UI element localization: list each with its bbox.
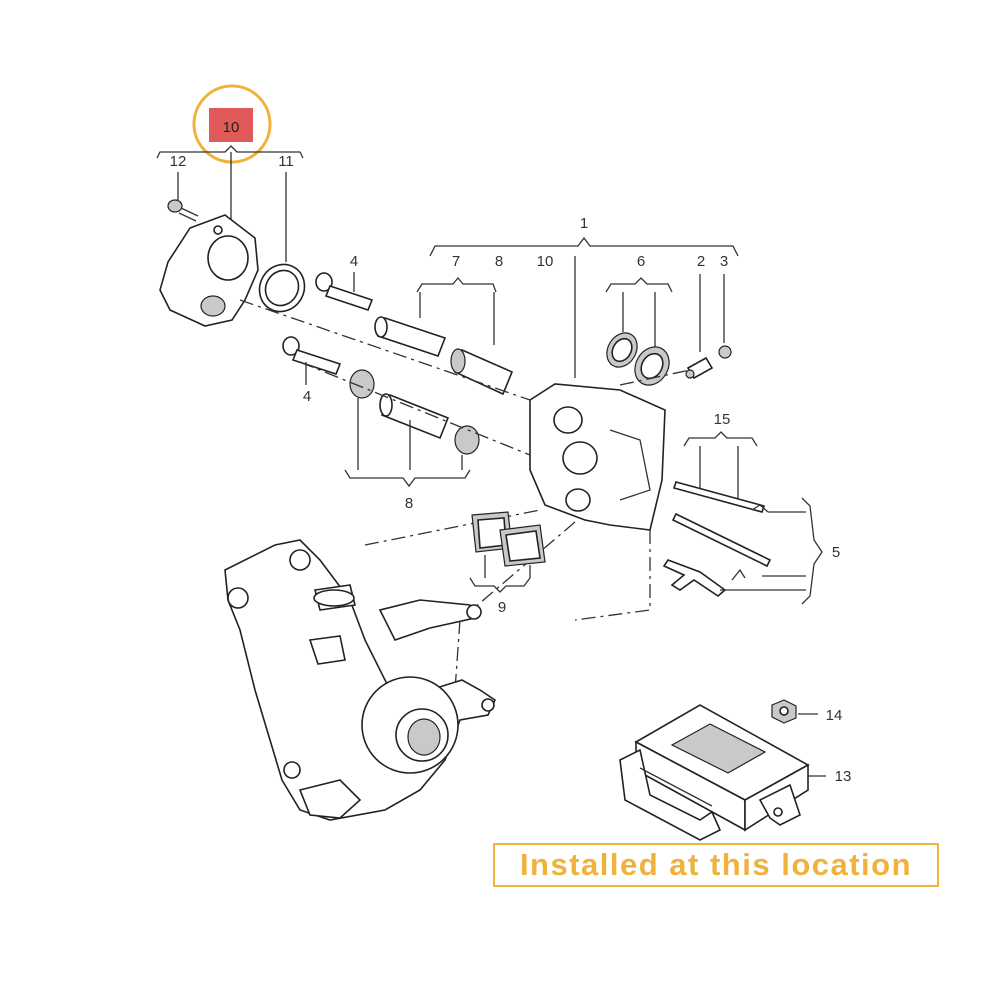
caliper-housing [529,383,666,531]
nut-14 [771,699,797,724]
label-4-upper: 4 [350,253,358,270]
banner-text: Installed at this location [519,847,913,882]
label-14: 14 [826,707,843,724]
dust-cap-3 [718,345,732,359]
install-location-banner: Installed at this location [493,843,939,887]
sleeve-lower [454,425,480,455]
label-6: 6 [637,253,645,270]
label-4-lower: 4 [303,388,311,405]
label-10-highlighted: 10 [223,119,240,136]
retaining-pins-15 [671,481,772,581]
wheel-knuckle [224,539,497,821]
label-12: 12 [170,153,187,170]
sleeve-upper [450,348,514,396]
brake-pads-9 [471,511,546,567]
highlight-box [209,108,253,142]
highlight-ring [192,84,272,164]
label-8-bottom: 8 [405,495,413,512]
label-1: 1 [580,215,588,232]
bolt-4-lower [282,336,342,375]
label-2: 2 [697,253,705,270]
label-7: 7 [452,253,460,270]
label-15: 15 [714,411,731,428]
guide-pin-upper [374,316,447,357]
control-unit-13 [619,704,810,841]
guide-pin-lower [379,393,450,440]
spring-clip-5 [662,559,727,598]
label-5: 5 [832,544,840,561]
label-11: 11 [278,153,294,170]
bracket-part [159,214,259,327]
label-3: 3 [720,253,728,270]
bleed-screw-2 [685,356,714,380]
label-8-top: 8 [495,253,503,270]
bolt-12 [167,199,199,222]
label-9: 9 [498,599,506,616]
label-10-secondary: 10 [537,253,554,270]
bolt-4-upper [315,272,374,311]
label-13: 13 [835,768,852,785]
boot-lower [349,369,375,399]
